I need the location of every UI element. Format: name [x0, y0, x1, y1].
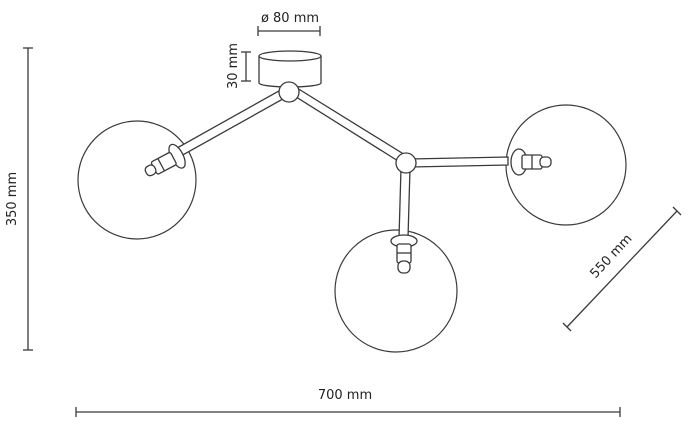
socket-right-bulb [539, 156, 552, 168]
depth-line [566, 210, 678, 328]
canopy-top [258, 50, 322, 62]
socket-left [144, 143, 186, 177]
arm-down [398, 167, 411, 239]
canopy-diameter-label: ø 80 mm [261, 11, 319, 26]
depth-tick-bottom [562, 322, 572, 332]
socket-bottom [390, 234, 418, 274]
middle-joint [395, 152, 417, 174]
socket-right [510, 148, 552, 176]
lamp [77, 50, 627, 353]
globe-left [77, 120, 197, 240]
width-label: 700 mm [318, 388, 372, 403]
depth-tick-top [672, 206, 682, 216]
arm-right [409, 156, 509, 168]
arm-middle [292, 87, 411, 167]
depth-label: 550 mm [587, 232, 635, 282]
height-label: 350 mm [5, 172, 20, 226]
socket-left-bulb [144, 164, 157, 177]
dimension-lines [23, 26, 682, 417]
arms [176, 86, 509, 239]
hub-joint [278, 81, 300, 103]
canopy-height-label: 30 mm [226, 43, 241, 89]
socket-left-ring [157, 158, 166, 172]
arm-left [176, 86, 291, 157]
globe-bottom [334, 229, 458, 353]
socket-bottom-bulb [397, 260, 411, 274]
